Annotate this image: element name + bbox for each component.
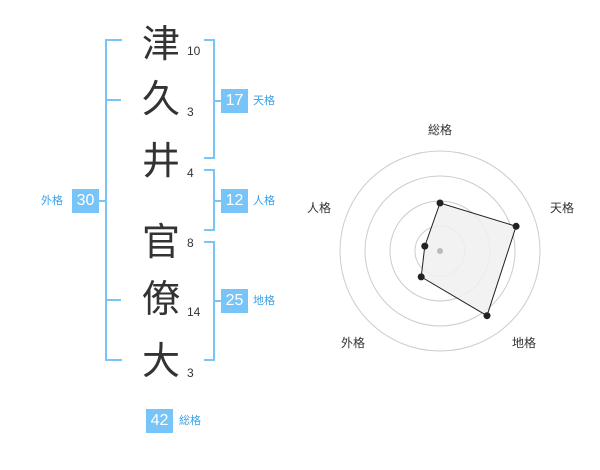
stroke-count: 4	[187, 166, 194, 180]
radar-ring	[339, 150, 541, 352]
name-char: 久	[141, 77, 180, 121]
stroke-count: 14	[187, 305, 201, 319]
gaikaku-value: 30	[72, 189, 99, 213]
radar-center-dot	[437, 248, 443, 254]
radar-point	[512, 222, 520, 230]
radar-polygon	[420, 202, 517, 317]
radar-axis-label: 人格	[307, 201, 332, 215]
name-char: 大	[141, 339, 180, 383]
radar-axis-label: 天格	[550, 201, 575, 215]
radar-axis-label: 外格	[341, 336, 366, 350]
jinkaku-label: 人格	[253, 194, 275, 207]
name-char: 僚	[141, 277, 180, 321]
gaikaku-label: 外格	[41, 194, 63, 207]
name-char: 津	[141, 22, 180, 66]
name-char: 官	[141, 220, 180, 264]
radar-ring	[364, 175, 516, 327]
stroke-count: 10	[187, 44, 201, 58]
radar-point	[436, 199, 444, 207]
tenkaku-value: 17	[221, 89, 248, 113]
radar-axis-label: 総格	[428, 123, 453, 137]
chikaku-label: 地格	[253, 294, 275, 307]
tenkaku-bracket	[204, 39, 215, 159]
name-char: 井	[141, 139, 180, 183]
radar-axis-label: 地格	[512, 336, 537, 350]
jinkaku-value: 12	[221, 189, 248, 213]
chikaku-value: 25	[221, 289, 248, 313]
radar-point	[417, 273, 425, 281]
soukaku-label: 総格	[179, 414, 201, 427]
stroke-count: 8	[187, 236, 194, 250]
radar-point	[421, 242, 429, 250]
stroke-count: 3	[187, 366, 194, 380]
tenkaku-label: 天格	[253, 94, 275, 107]
soukaku-value: 42	[146, 409, 173, 433]
stroke-count: 3	[187, 105, 194, 119]
radar-point	[483, 312, 491, 320]
